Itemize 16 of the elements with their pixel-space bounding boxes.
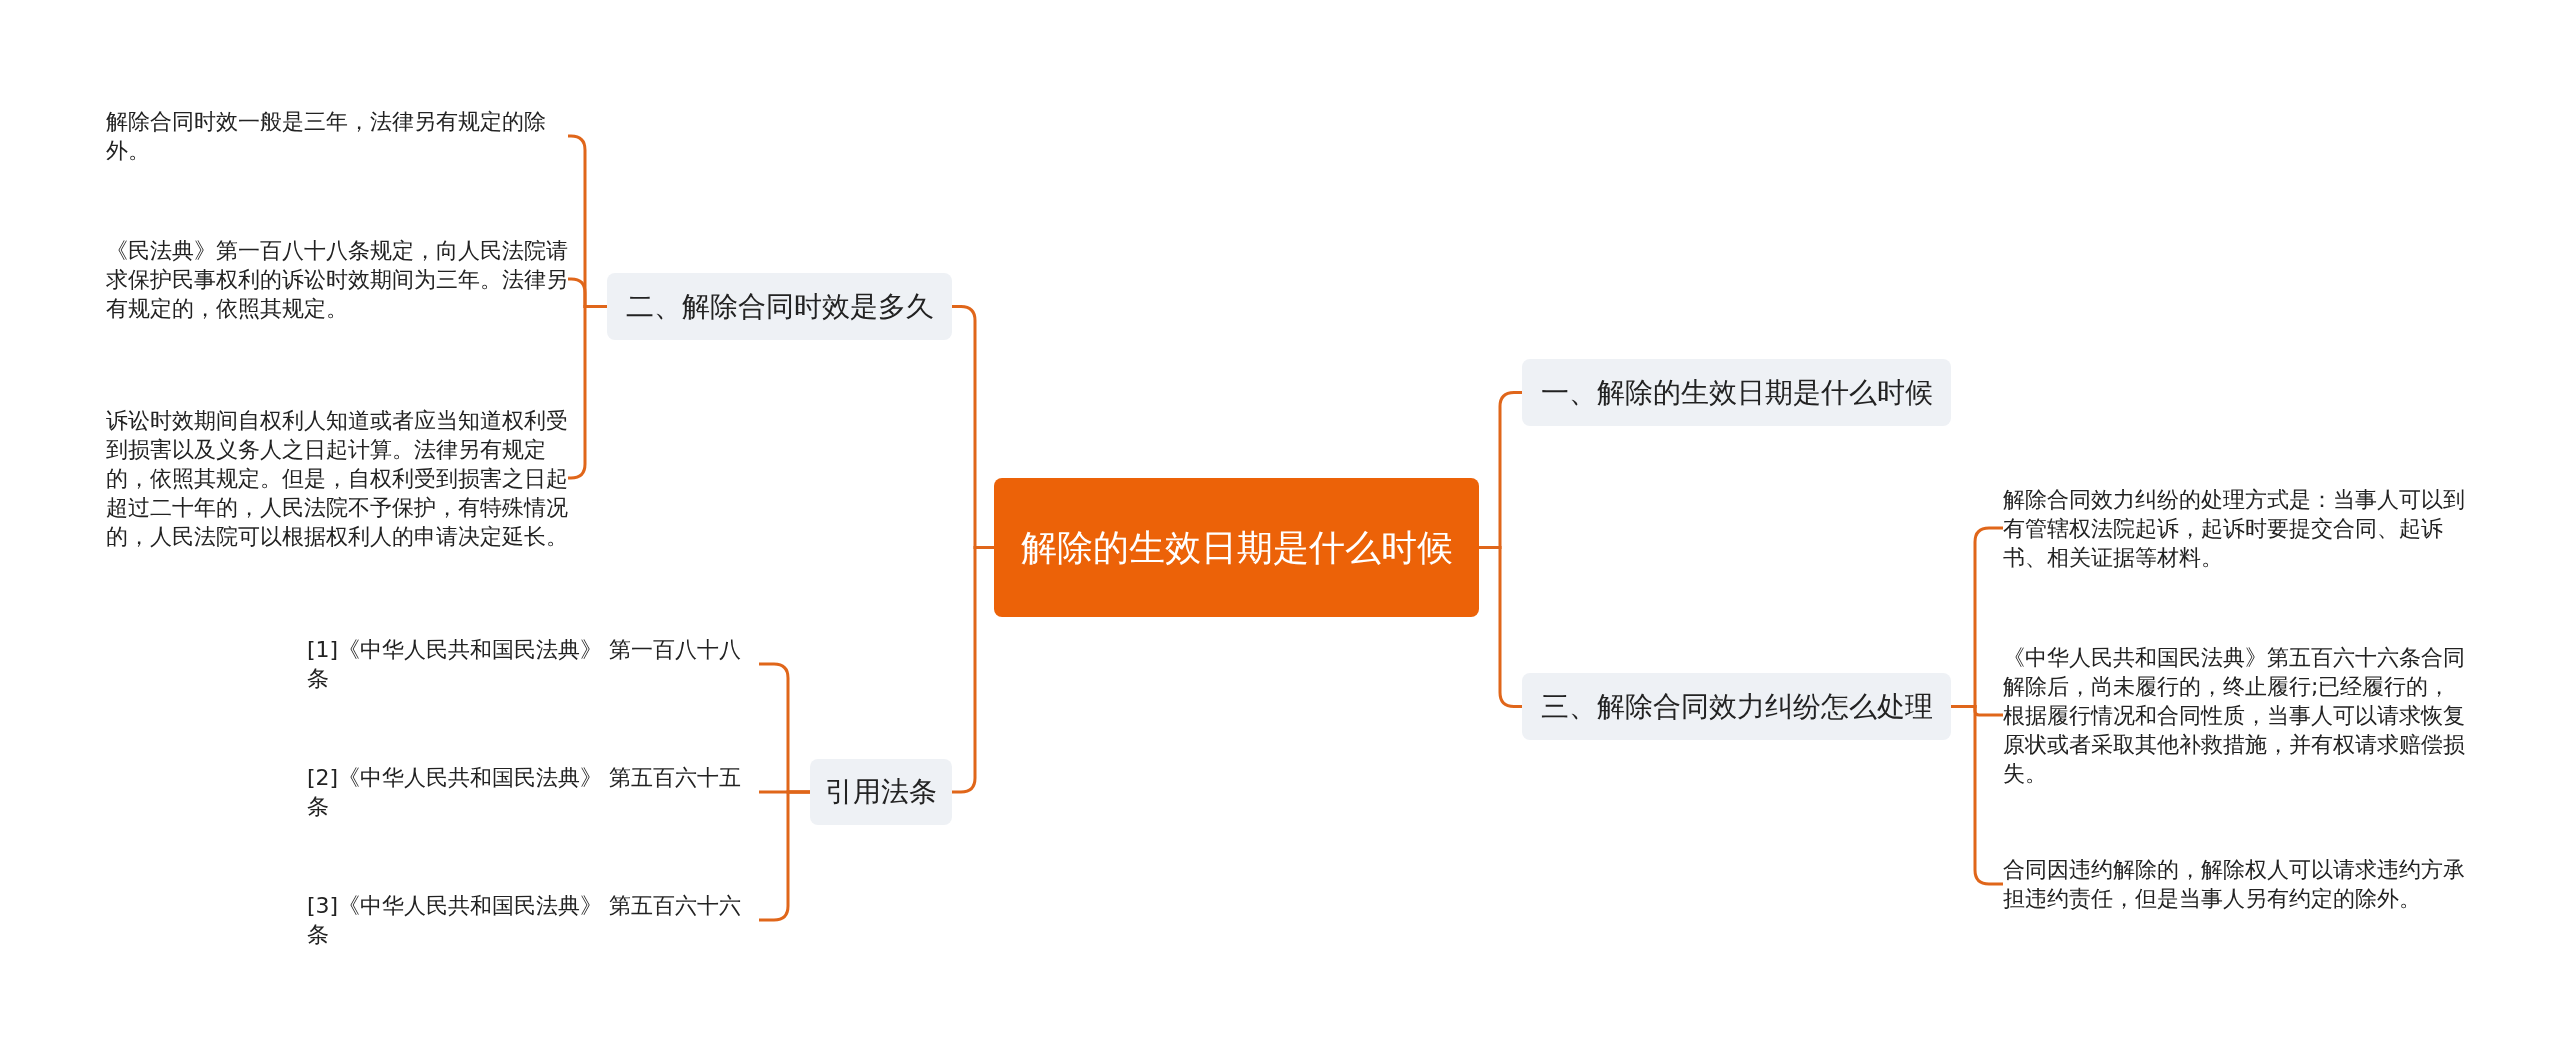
note-text: 《民法典》第一百八十八条规定，向人民法院请求保护民事权利的诉讼时效期间为三年。法律另有规定的，依照其规定。 (106, 233, 568, 325)
topic-box: 一、解除的生效日期是什么时候 (1522, 359, 1951, 426)
root-topic-box: 解除的生效日期是什么时候 (994, 478, 1479, 617)
note-text: 解除合同时效一般是三年，法律另有规定的除外。 (106, 105, 568, 167)
reference-text: [2]《中华人民共和国民法典》 第五百六十五条 (307, 760, 759, 824)
note-text: 合同因违约解除的，解除权人可以请求违约方承担违约责任，但是当事人另有约定的除外。 (2003, 852, 2465, 916)
note-text: 解除合同效力纠纷的处理方式是：当事人可以到有管辖权法院起诉，起诉时要提交合同、起诉书、相关证据等材料。 (2003, 482, 2465, 574)
topic-box: 引用法条 (810, 759, 952, 825)
reference-text: [3]《中华人民共和国民法典》 第五百六十六条 (307, 888, 759, 952)
connector-line (1479, 546, 1522, 708)
connector-line (952, 546, 994, 794)
note-text: 诉讼时效期间自权利人知道或者应当知道权利受到损害以及义务人之日起计算。法律另有规定的，依照其规定。但是，自权利受到损害之日起超过二十年的，人民法院不予保护，有特殊情况的，人民法院可以根据权利人的申请决定延长。 (106, 388, 568, 568)
reference-text: [1]《中华人民共和国民法典》 第一百八十八条 (307, 632, 759, 696)
topic-box: 二、解除合同时效是多久 (607, 273, 952, 340)
topic-box: 三、解除合同效力纠纷怎么处理 (1522, 673, 1951, 740)
note-text: 《中华人民共和国民法典》第五百六十六条合同解除后，尚未履行的，终止履行;已经履行的，根据履行情况和合同性质，当事人可以请求恢复原状或者采取其他补救措施，并有权请求赔偿损失。 (2003, 640, 2465, 790)
